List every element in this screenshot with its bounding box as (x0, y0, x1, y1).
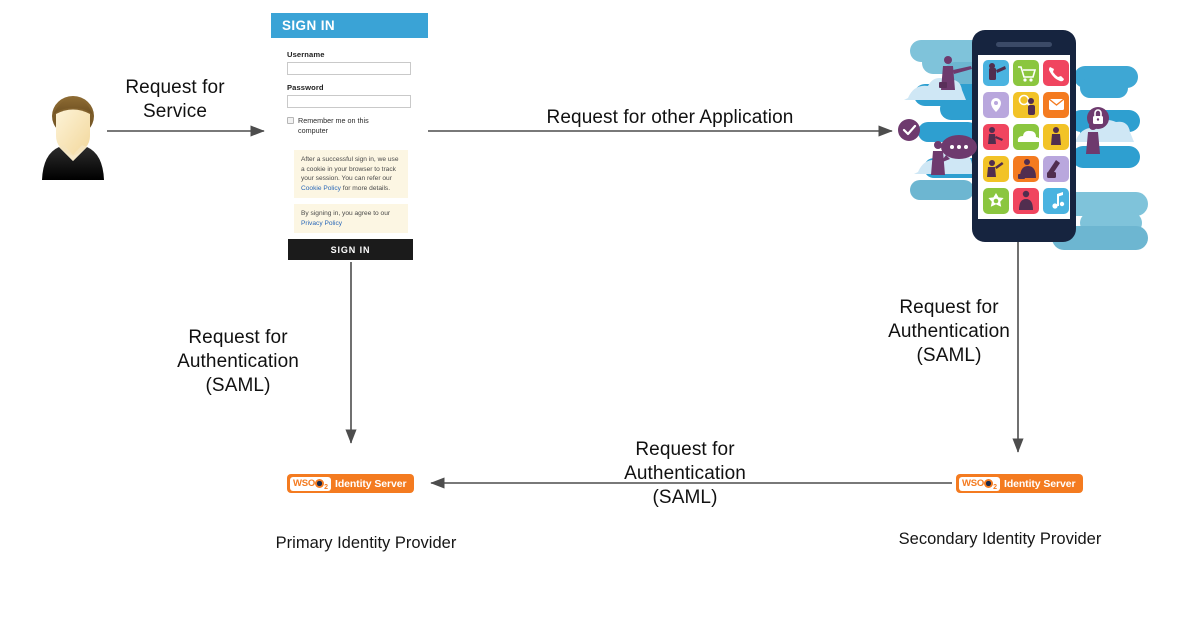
smartphone-apps-illustration (898, 30, 1148, 250)
wso2-o-glyph-icon (984, 479, 994, 488)
caption-secondary-identity-provider: Secondary Identity Provider (898, 530, 1102, 548)
cookie-policy-link[interactable]: Cookie Policy (301, 184, 341, 192)
remember-me-checkbox[interactable] (287, 117, 294, 124)
privacy-notice: By signing in, you agree to our Privacy … (294, 204, 408, 234)
label-federated-auth-request: Request for Authentication (SAML) (624, 439, 746, 508)
app-icon-grid (983, 60, 1069, 214)
privacy-policy-link[interactable]: Privacy Policy (301, 219, 343, 227)
signin-body: Username Password Remember me on this co… (271, 38, 428, 135)
cookie-notice-text-b: for more details. (340, 184, 391, 192)
signin-card: SIGN IN Username Password Remember me on… (271, 13, 428, 135)
caption-primary-identity-provider: Primary Identity Provider (275, 534, 457, 552)
primary-identity-server-logo: WSO 2 Identity Server (287, 474, 414, 493)
wso2-wordmark: WSO (962, 478, 985, 489)
label-secondary-auth-request: Request for Authentication (SAML) (888, 297, 1010, 366)
person-icon (42, 96, 104, 180)
signin-submit-button[interactable]: SIGN IN (288, 239, 413, 260)
remember-me-label: Remember me on this computer (298, 116, 369, 135)
cookie-notice: After a successful sign in, we use a coo… (294, 150, 408, 199)
user-avatar (36, 88, 110, 180)
figure-speech-bubble (931, 135, 977, 175)
wso2-logo-mark: WSO 2 (290, 476, 331, 491)
lock-badge (1087, 107, 1109, 129)
label-request-for-other-application: Request for other Application (546, 107, 794, 128)
signin-header: SIGN IN (271, 13, 428, 38)
remember-me-row[interactable]: Remember me on this computer (287, 116, 412, 135)
mobile-application-illustration (884, 22, 1152, 278)
identity-server-label: Identity Server (1004, 477, 1076, 490)
username-label: Username (287, 50, 325, 59)
phone-speaker (996, 42, 1052, 47)
wso2-logo-mark: WSO 2 (959, 476, 1000, 491)
wso2-o-glyph-icon (315, 479, 325, 488)
check-badge (898, 119, 920, 141)
wso2-wordmark: WSO (293, 478, 316, 489)
username-input[interactable] (287, 62, 411, 75)
cookie-notice-text-a: After a successful sign in, we use a coo… (301, 156, 399, 183)
password-label: Password (287, 83, 324, 92)
secondary-identity-server-logo: WSO 2 Identity Server (956, 474, 1083, 493)
wso2-subscript: 2 (993, 483, 997, 491)
privacy-notice-text: By signing in, you agree to our (301, 210, 391, 217)
password-input[interactable] (287, 95, 411, 108)
label-primary-auth-request: Request for Authentication (SAML) (177, 327, 299, 396)
wso2-subscript: 2 (324, 483, 328, 491)
identity-server-label: Identity Server (335, 477, 407, 490)
label-request-for-service: Request for Service (125, 77, 225, 122)
figure-pointing-left (939, 56, 972, 90)
